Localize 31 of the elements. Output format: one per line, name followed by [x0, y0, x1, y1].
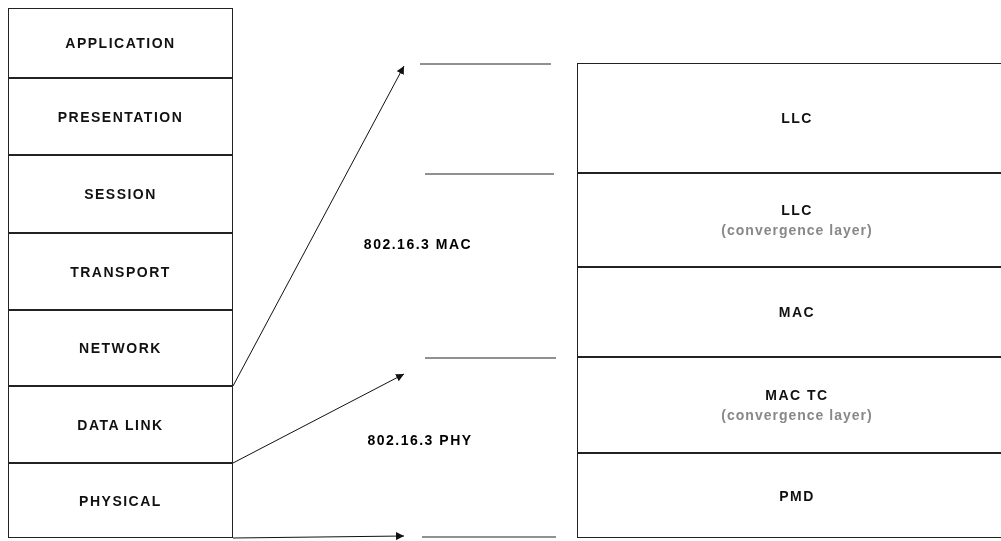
layer-name: MAC TC	[765, 387, 829, 403]
layer-name: TRANSPORT	[70, 263, 171, 280]
layer-name: DATA LINK	[77, 416, 164, 433]
layer-box	[8, 233, 233, 310]
layer-name: SESSION	[84, 186, 157, 202]
layer-box	[577, 267, 1001, 357]
layer-note: (convergence layer)	[721, 222, 873, 238]
arrow	[232, 373, 405, 464]
layer-box	[8, 78, 233, 155]
layer-box	[8, 155, 233, 233]
layer-box	[8, 8, 233, 78]
arrow	[232, 65, 405, 387]
standard-label: 802.16.3 PHY	[366, 432, 474, 448]
standard-label: 802.16.3 MAC	[362, 236, 474, 252]
layer-name: LLC	[781, 202, 813, 218]
layer-name: NETWORK	[79, 340, 162, 356]
arrow	[232, 532, 405, 541]
layer-name: PHYSICAL	[79, 492, 162, 509]
layer-box	[577, 357, 1001, 453]
layer-note: (convergence layer)	[721, 407, 873, 423]
layer-box	[8, 386, 233, 463]
layer-name: LLC	[781, 110, 813, 126]
layer-name: MAC	[778, 304, 816, 320]
layer-name: APPLICATION	[65, 35, 176, 51]
layer-box	[8, 463, 233, 538]
layer-box	[577, 173, 1001, 267]
layer-name: PRESENTATION	[57, 108, 184, 125]
layer-box	[577, 63, 1001, 173]
layer-name: PMD	[779, 487, 815, 504]
layer-box	[8, 310, 233, 386]
layer-box	[577, 453, 1001, 538]
